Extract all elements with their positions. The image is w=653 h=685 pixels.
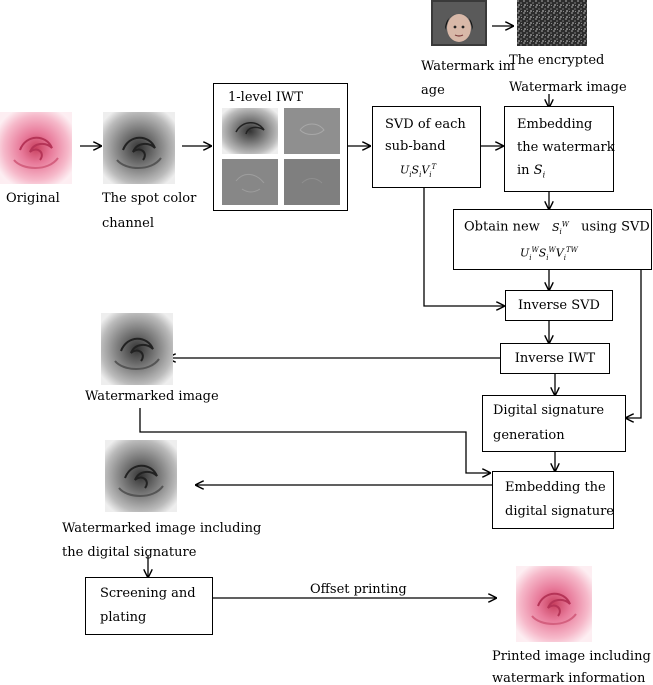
- iwt-hl-subband-icon: [284, 108, 340, 154]
- printed-label-1: Printed image including: [492, 649, 651, 664]
- obtain-line-1: Obtain new SiW using SVD: [464, 219, 650, 236]
- printed-rose-image: [516, 566, 592, 642]
- encrypted-label-2: Watermark image: [509, 80, 627, 95]
- obtain-new-svd-box: Obtain new SiW using SVD UiWSiWViTW: [453, 209, 652, 270]
- embed-line-3: in Si: [517, 163, 546, 180]
- dsg-line-2: generation: [493, 428, 565, 443]
- embed-line-2: the watermark: [517, 140, 615, 155]
- embed-sig-line-2: digital signature: [505, 504, 615, 519]
- inverse-svd-label: Inverse SVD: [518, 298, 600, 313]
- embed-sig-line-1: Embedding the: [505, 480, 606, 495]
- screen-line-1: Screening and: [100, 586, 196, 601]
- iwt-lh-subband-icon: [222, 159, 278, 205]
- encrypted-noise-image: [517, 0, 587, 46]
- watermark-image-label-2: age: [421, 83, 445, 98]
- svd-line-2: sub-band: [385, 139, 446, 154]
- iwt-hh-subband-icon: [284, 159, 340, 205]
- inverse-iwt-label: Inverse IWT: [514, 351, 596, 366]
- dsg-line-1: Digital signature: [493, 403, 605, 418]
- screen-line-2: plating: [100, 610, 147, 625]
- watermark-face-image: [431, 0, 487, 46]
- iwt-box: 1-level IWT: [213, 83, 348, 211]
- arrow-svd-to-invsvd: [423, 188, 504, 306]
- iwt-title: 1-level IWT: [228, 90, 304, 105]
- watermarked-signature-label-2: the digital signature: [62, 545, 197, 560]
- iwt-ll-subband-icon: [222, 108, 278, 154]
- embed-signature-box: Embedding the digital signature: [492, 471, 614, 529]
- signature-generation-box: Digital signature generation: [482, 395, 626, 452]
- svd-box: SVD of each sub-band UiSiViT: [372, 106, 481, 188]
- watermarked-gray-image: [101, 313, 173, 385]
- watermark-image-label-1: Watermark im: [421, 59, 515, 74]
- arrow-obtain-to-dsg: [626, 252, 642, 418]
- embedding-box: Embedding the watermark in Si: [504, 106, 615, 192]
- watermarked-label: Watermarked image: [85, 389, 219, 404]
- offset-printing-label: Offset printing: [310, 582, 407, 597]
- original-label: Original: [6, 191, 60, 206]
- svd-formula: UiSiViT: [400, 163, 437, 179]
- watermarked-signature-label-1: Watermarked image including: [62, 521, 262, 536]
- spot-color-label-2: channel: [102, 216, 154, 231]
- original-rose-image: [0, 112, 72, 184]
- spot-channel-gray-image: [103, 112, 175, 184]
- arrow-watermarked-to-embedsig: [139, 408, 490, 473]
- encrypted-label-1: The encrypted: [509, 53, 605, 68]
- printed-label-2: watermark information: [492, 671, 646, 685]
- inverse-svd-box: Inverse SVD: [505, 290, 613, 321]
- screening-box: Screening and plating: [85, 577, 213, 635]
- embed-line-1: Embedding: [517, 117, 593, 132]
- inverse-iwt-box: Inverse IWT: [500, 343, 610, 374]
- watermarked-signature-gray-image: [105, 440, 177, 512]
- svd-line-1: SVD of each: [385, 117, 466, 132]
- obtain-formula: UiWSiWViTW: [520, 246, 578, 262]
- spot-color-label-1: The spot color: [102, 191, 197, 206]
